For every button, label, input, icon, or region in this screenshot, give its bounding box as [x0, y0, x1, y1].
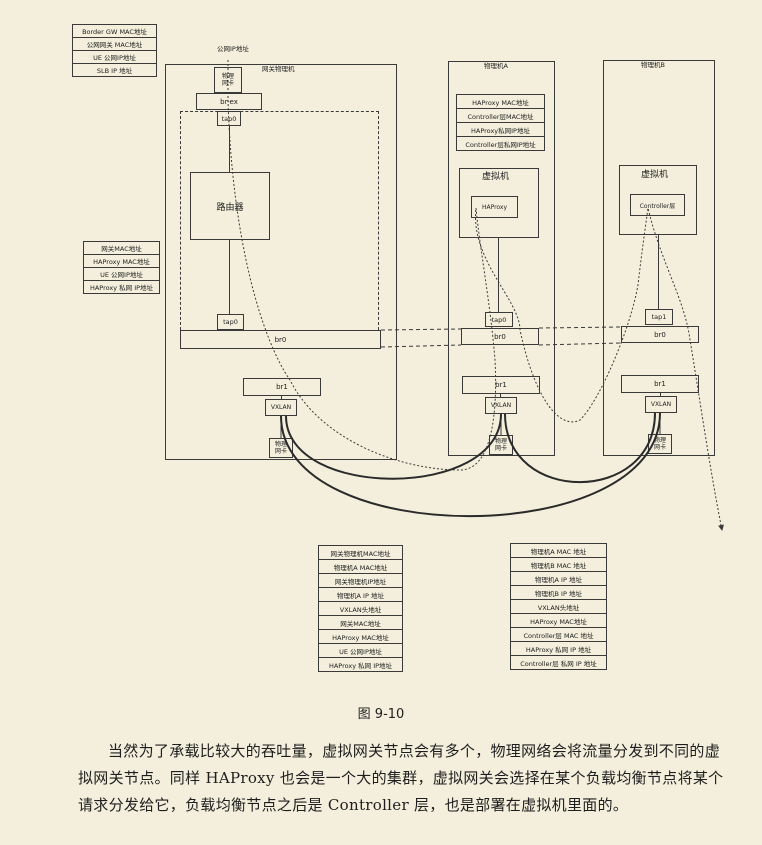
bottom-left-table-row-1: 物理机A MAC地址 — [318, 559, 403, 574]
bottom-right-table-row-6: Controller层 MAC 地址 — [510, 627, 607, 642]
bottom-right-table-row-7: HAProxy 私网 IP 地址 — [510, 641, 607, 656]
gateway-tap0-top: tap0 — [217, 111, 241, 126]
bottom-right-table-row-0: 物理机A MAC 地址 — [510, 543, 607, 558]
gateway-link-tap-router — [229, 126, 230, 173]
host-a-table-row-2: HAProxy私网IP地址 — [456, 122, 545, 137]
host-b-title: 物理机B — [641, 61, 665, 69]
bottom-right-address-table: 物理机A MAC 地址物理机B MAC 地址物理机A IP 地址物理机B IP … — [510, 543, 607, 670]
body-paragraph: 当然为了承载比较大的吞吐量，虚拟网关节点会有多个，物理网络会将流量分发到不同的虚… — [78, 742, 724, 814]
bottom-left-table-row-4: VXLAN头地址 — [318, 601, 403, 616]
bottom-left-table-row-3: 物理机A IP 地址 — [318, 587, 403, 602]
bottom-left-table-row-5: 网关MAC地址 — [318, 615, 403, 630]
gateway-br1: br1 — [243, 378, 321, 396]
host-a-tap0: tap0 — [485, 312, 513, 327]
bottom-right-table-row-5: HAProxy MAC地址 — [510, 613, 607, 628]
host-a-haproxy: HAProxy — [471, 196, 518, 218]
gateway-tap0-bottom: tap0 — [217, 314, 244, 330]
gateway-host-title: 网关物理机 — [262, 65, 295, 73]
host-b-br0: br0 — [621, 326, 699, 343]
bottom-left-table-row-0: 网关物理机MAC地址 — [318, 545, 403, 560]
top-left-table-row-2: UE 公网IP地址 — [72, 50, 157, 64]
gateway-router: 路由器 — [190, 172, 270, 240]
host-a-table-row-3: Controller层私网IP地址 — [456, 136, 545, 151]
host-a-link-vm-tap — [498, 238, 499, 312]
host-a-nic-label: 物理 网卡 — [494, 438, 507, 452]
mid-left-table-row-3: HAProxy 私网 IP地址 — [83, 280, 160, 294]
host-b-nic-label: 物理 网卡 — [653, 437, 666, 451]
bottom-right-table-row-1: 物理机B MAC 地址 — [510, 557, 607, 572]
gateway-nic-top: 物理 网卡 — [214, 67, 242, 93]
host-b-controller: Controller层 — [630, 194, 685, 216]
gateway-vxlan: VXLAN — [265, 399, 297, 416]
host-a-br1: br1 — [462, 376, 540, 394]
host-b-vm-label: 虚拟机 — [641, 170, 669, 180]
top-left-table-row-1: 公网网关 MAC地址 — [72, 37, 157, 51]
bottom-left-table-row-6: HAProxy MAC地址 — [318, 629, 403, 644]
gateway-br0: br0 — [180, 330, 381, 349]
gateway-br-ex: br-ex — [196, 93, 262, 110]
mid-left-table-row-2: UE 公网IP地址 — [83, 267, 160, 281]
host-a-br0: br0 — [461, 328, 539, 345]
mid-left-table-row-0: 网关MAC地址 — [83, 241, 160, 255]
bottom-left-table-row-7: UE 公网IP地址 — [318, 643, 403, 658]
host-b-link-vm-tap — [658, 235, 659, 309]
gateway-link-router-tap — [229, 240, 230, 314]
host-a-vxlan: VXLAN — [485, 397, 517, 414]
host-a-nic: 物理 网卡 — [489, 435, 513, 455]
host-a-table-row-1: Controller层MAC地址 — [456, 108, 545, 123]
host-b-vxlan: VXLAN — [645, 396, 677, 413]
mid-left-table-row-1: HAProxy MAC地址 — [83, 254, 160, 268]
host-b-br1: br1 — [621, 375, 699, 393]
figure-caption: 图 9-10 — [357, 707, 405, 722]
public-ip-label: 公网IP地址 — [217, 45, 249, 53]
host-a-vm-label: 虚拟机 — [482, 172, 510, 182]
gateway-nic-bottom: 物理 网卡 — [269, 438, 293, 458]
top-left-table-row-3: SLB IP 地址 — [72, 63, 157, 77]
host-b-nic: 物理 网卡 — [648, 434, 672, 454]
bottom-right-table-row-4: VXLAN头地址 — [510, 599, 607, 614]
bottom-left-table-row-8: HAProxy 私网 IP地址 — [318, 657, 403, 672]
bottom-right-table-row-8: Controller层 私网 IP 地址 — [510, 655, 607, 670]
bottom-right-table-row-3: 物理机B IP 地址 — [510, 585, 607, 600]
top-left-table-row-0: Border GW MAC地址 — [72, 24, 157, 38]
bottom-left-table-row-2: 网关物理机IP地址 — [318, 573, 403, 588]
gateway-nic-top-label: 物理 网卡 — [221, 73, 234, 87]
host-a-title: 物理机A — [484, 62, 508, 70]
gateway-nic-bottom-label: 物理 网卡 — [274, 441, 287, 455]
host-b-tap1: tap1 — [645, 309, 673, 325]
bottom-right-table-row-2: 物理机A IP 地址 — [510, 571, 607, 586]
host-a-table-row-0: HAProxy MAC地址 — [456, 94, 545, 109]
